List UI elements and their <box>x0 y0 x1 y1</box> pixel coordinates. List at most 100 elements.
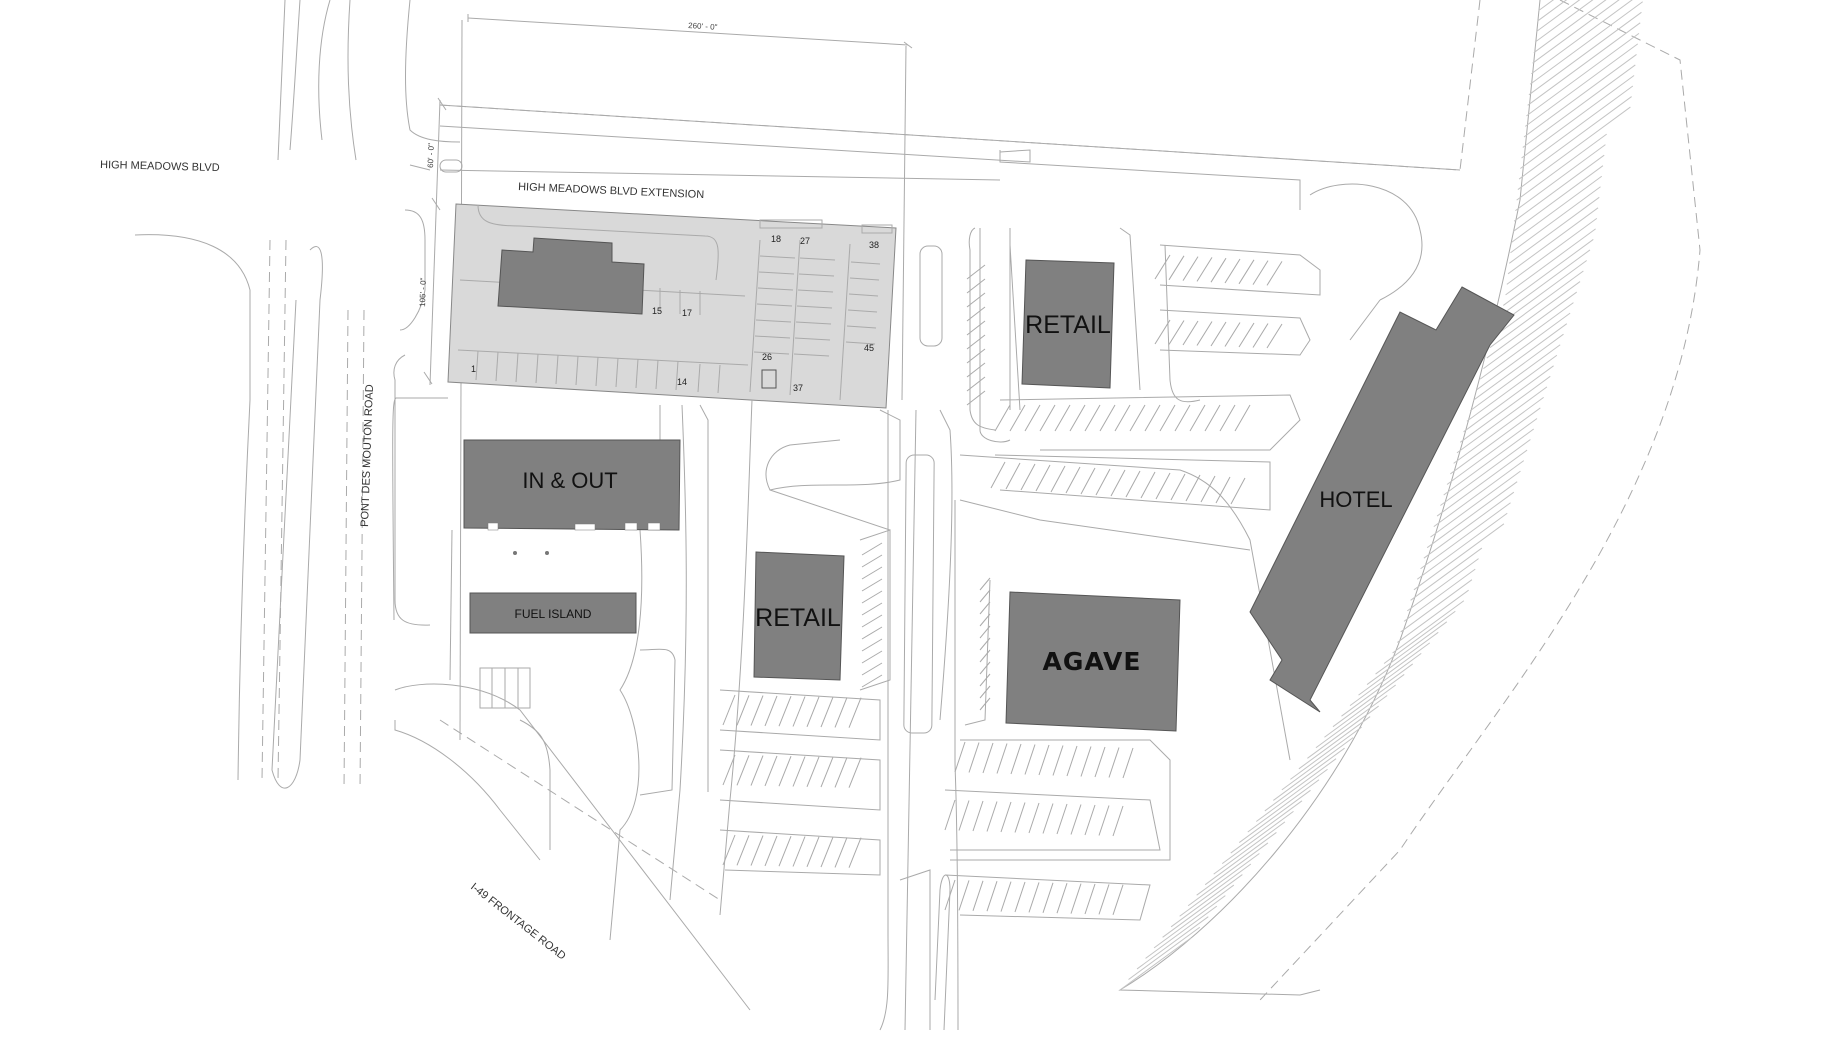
parking-stall-line <box>979 685 991 699</box>
parking-stall-line <box>1252 260 1269 285</box>
parking-stall-line <box>1039 404 1056 432</box>
hatch-line <box>1416 512 1508 580</box>
hatch-line <box>1281 737 1354 791</box>
hatch-line <box>1520 85 1634 169</box>
parking-stall-line <box>1174 404 1191 432</box>
parking-stall-line <box>1219 404 1236 432</box>
parking-stall-line <box>834 757 848 788</box>
parking-stall-line <box>1084 883 1096 915</box>
retail-north-building <box>1021 259 1115 389</box>
parking-stall-line <box>778 756 792 787</box>
parking-stall-line <box>1108 747 1120 778</box>
parking-stall-line <box>994 404 1011 432</box>
parking-stall-line <box>820 836 834 868</box>
parking-stall-line <box>1028 802 1040 834</box>
hatch-line <box>1499 249 1591 317</box>
hatch-line <box>1407 558 1479 612</box>
parking-stall-line <box>1210 257 1227 283</box>
hotel-building <box>1249 286 1515 713</box>
parking-stall-line <box>1129 404 1146 432</box>
parking-stall-line <box>1066 745 1078 777</box>
parking-stall-line <box>861 578 883 592</box>
in-and-out-label: IN & OUT <box>522 468 617 493</box>
parking-stall-line <box>986 801 998 832</box>
parking-stall-line <box>1168 255 1185 281</box>
hatch-line <box>1453 397 1544 464</box>
parking-stall-line <box>1054 404 1071 432</box>
hatch-line <box>1213 821 1286 875</box>
parking-stall-line <box>1215 476 1231 504</box>
parking-stall-line <box>1080 746 1092 777</box>
parking-stall-line <box>834 837 848 868</box>
parking-stall-line <box>1110 469 1126 497</box>
hatch-line <box>1290 726 1362 780</box>
parking-stall-line <box>792 756 806 787</box>
hatch-line <box>1518 96 1632 180</box>
highlighted-parcel: 1 14 15 17 18 27 26 37 38 45 <box>447 203 897 409</box>
parking-stall-line <box>966 390 986 406</box>
parking-stall-line <box>848 697 862 728</box>
hatch-line <box>1523 54 1637 138</box>
parking-stall-line <box>764 695 778 727</box>
parking-stall-line <box>848 837 862 868</box>
median-1 <box>903 454 935 734</box>
in-and-out-door <box>487 522 499 531</box>
stall-number: 27 <box>800 236 810 246</box>
hatch-line <box>1512 165 1604 233</box>
parking-stall-line <box>1070 804 1082 835</box>
hatch-line <box>1516 133 1607 201</box>
hatch-line <box>1511 175 1603 243</box>
hatch-line <box>1532 0 1620 64</box>
parking-stall-line <box>750 755 764 786</box>
high-meadows-roads <box>409 0 1481 341</box>
hatch-line <box>1273 747 1345 801</box>
hatch-line <box>1456 386 1548 454</box>
hatch-line <box>1349 652 1422 707</box>
hatch-line <box>1517 106 1631 190</box>
parking-stall-line <box>1000 881 1012 912</box>
parking-stall-line <box>820 756 834 788</box>
hatch-line <box>1534 0 1594 43</box>
parking-stall-line <box>736 835 750 866</box>
parking-stall-line <box>986 881 998 912</box>
parking-stall-line <box>954 741 966 773</box>
in-and-out-door <box>624 522 638 531</box>
stall-number: 17 <box>682 308 692 318</box>
hatch-line <box>1413 523 1505 591</box>
parking-stall-line <box>1094 746 1106 778</box>
hatch-line <box>1479 312 1571 380</box>
parking-stall-line <box>806 696 820 727</box>
parking-stall-line <box>1200 475 1216 503</box>
parking-stall-line <box>1009 404 1026 432</box>
hatch-line <box>1196 842 1269 896</box>
parking-stall-line <box>1238 259 1255 285</box>
parking-stall-line <box>966 320 986 336</box>
dim-top-label: 260' - 0" <box>688 21 718 32</box>
hatch-line <box>1403 568 1476 622</box>
hatch-line <box>1179 863 1252 917</box>
parking-stall-line <box>820 696 834 728</box>
hatch-line <box>1463 365 1554 433</box>
median-2 <box>919 245 943 347</box>
parking-stall-line <box>861 542 883 556</box>
parking-stall-line <box>966 348 986 364</box>
parking-stall-line <box>778 836 792 867</box>
parking-stall-line <box>1204 404 1221 432</box>
hatch-line <box>1430 470 1521 538</box>
parking-stall-line <box>1196 257 1213 282</box>
hatch-line <box>1397 589 1469 643</box>
parking-stall-line <box>1224 258 1241 284</box>
dim-left-lower-label: 105' - 0" <box>418 277 428 307</box>
west-roads <box>134 0 461 791</box>
parking-stall-line <box>1005 462 1021 490</box>
parking-stall-line <box>982 742 994 774</box>
hatch-line <box>1473 333 1564 401</box>
parking-stall-line <box>1114 404 1131 432</box>
east-hatched-area <box>1118 0 1701 1001</box>
hatch-line <box>1522 64 1636 148</box>
parking-stall-line <box>1056 803 1068 835</box>
parking-stall-line <box>944 879 956 911</box>
parking-stall-line <box>1230 477 1246 505</box>
parking-stall-line <box>979 673 991 687</box>
parking-stall-line <box>764 755 778 787</box>
